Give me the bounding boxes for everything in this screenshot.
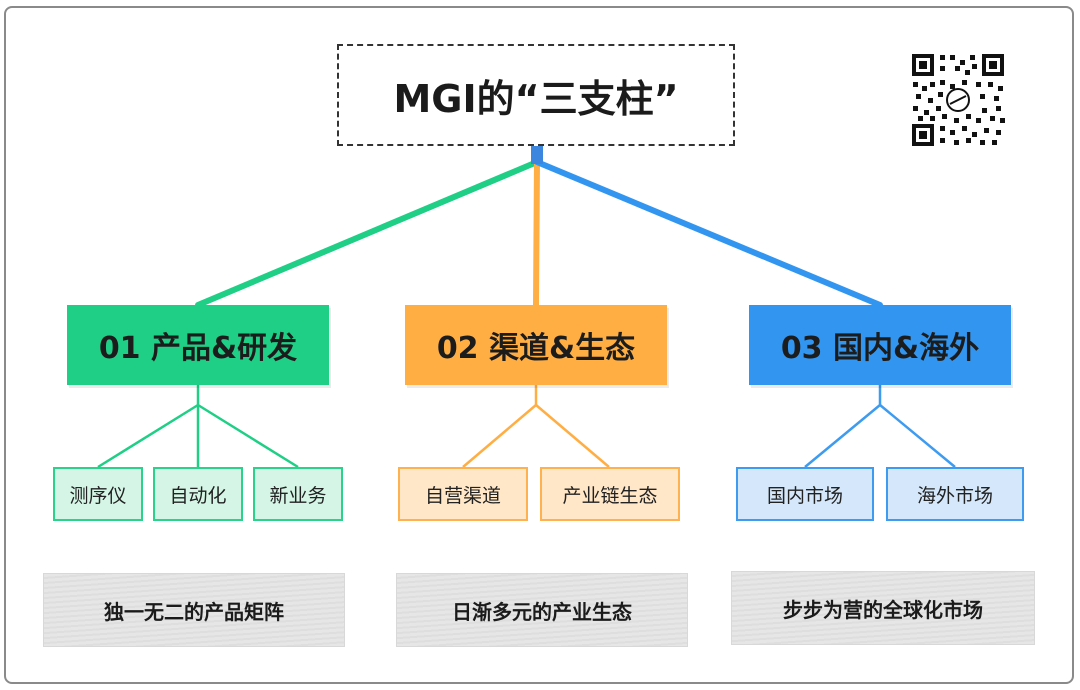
connector-root-pillar-1	[195, 159, 540, 308]
connector-p1-c3	[197, 403, 299, 469]
pillar-product-rd: 01 产品&研发	[67, 305, 329, 385]
connector-root-pillar-3	[534, 159, 883, 308]
diagram-title: MGI的“三支柱”	[337, 44, 735, 146]
connector-p2-c2	[535, 404, 610, 468]
node-overseas-market: 海外市场	[886, 467, 1024, 521]
node-direct-channel: 自营渠道	[398, 467, 528, 521]
pillar-domestic-overseas: 03 国内&海外	[749, 305, 1011, 385]
node-industry-chain: 产业链生态	[540, 467, 680, 521]
root-connector-stub	[531, 146, 543, 164]
caption-product-matrix: 独一无二的产品矩阵	[43, 573, 345, 647]
connector-p1-c1	[97, 403, 199, 469]
node-new-business: 新业务	[253, 467, 343, 521]
connector-p3-c2	[879, 404, 956, 468]
qr-code-icon	[910, 52, 1006, 148]
caption-global-market: 步步为营的全球化市场	[731, 571, 1035, 645]
connector-p3-c1	[804, 404, 881, 468]
pillar-channel-ecosystem: 02 渠道&生态	[405, 305, 667, 385]
node-sequencer: 测序仪	[53, 467, 143, 521]
node-domestic-market: 国内市场	[736, 467, 874, 521]
node-automation: 自动化	[153, 467, 243, 521]
connector-root-pillar-2	[533, 159, 540, 308]
connector-p2-c1	[462, 404, 537, 468]
caption-industry-ecosystem: 日渐多元的产业生态	[396, 573, 688, 647]
